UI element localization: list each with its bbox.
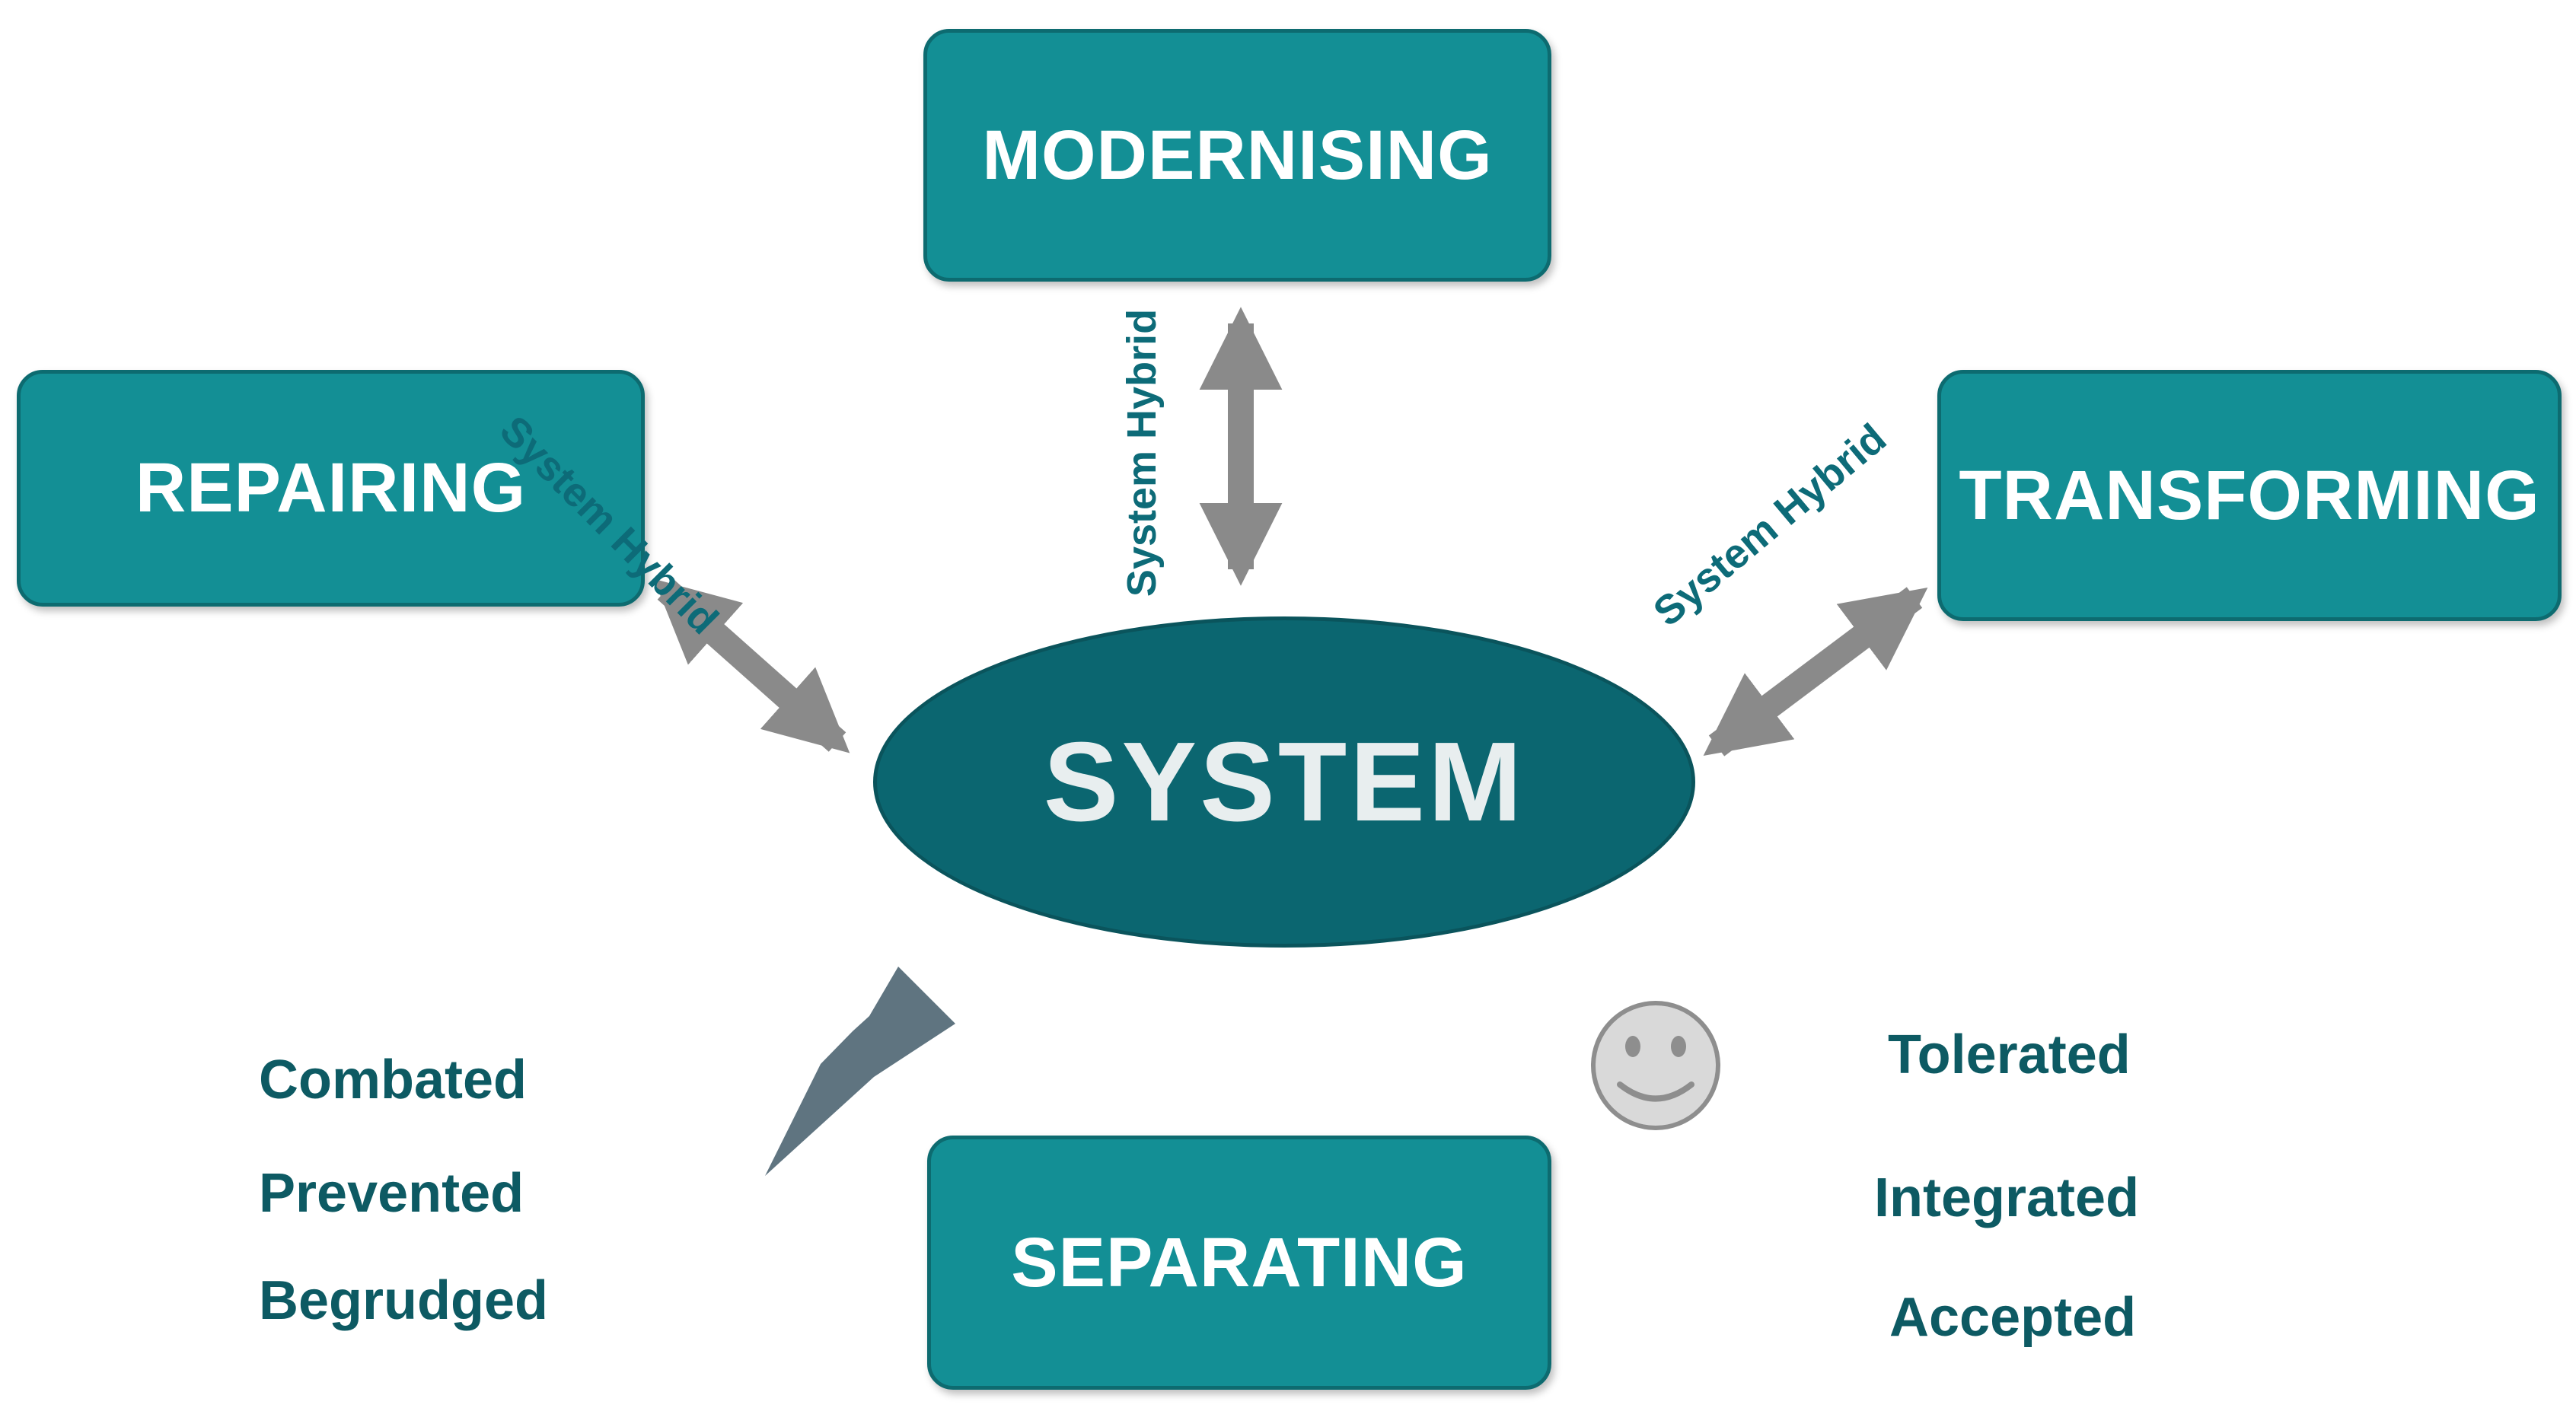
system-ellipse: SYSTEM	[873, 616, 1695, 948]
transforming-box: TRANSFORMING	[1937, 370, 2562, 621]
integrated-label: Integrated	[1874, 1167, 2140, 1228]
transforming-label: TRANSFORMING	[1959, 456, 2540, 534]
repairing-label: REPAIRING	[135, 449, 527, 527]
double-headed-arrow-icon-right	[1703, 587, 1928, 757]
lightning-bolt-icon	[765, 967, 955, 1176]
modernising-label: MODERNISING	[982, 116, 1493, 194]
system-hybrid-label-top: System Hybrid	[1119, 308, 1165, 597]
double-headed-arrow-icon-left	[653, 578, 850, 753]
prevented-label: Prevented	[259, 1163, 524, 1224]
combated-label: Combated	[259, 1050, 528, 1110]
separating-label: SEPARATING	[1011, 1223, 1468, 1301]
tolerated-label: Tolerated	[1888, 1024, 2131, 1085]
modernising-box: MODERNISING	[923, 29, 1551, 282]
begrudged-label: Begrudged	[259, 1270, 549, 1331]
system-label: SYSTEM	[1043, 718, 1526, 845]
smiley-face-icon	[1591, 1001, 1720, 1130]
accepted-label: Accepted	[1889, 1287, 2137, 1348]
repairing-box: REPAIRING	[17, 370, 645, 607]
separating-box: SEPARATING	[927, 1136, 1551, 1390]
